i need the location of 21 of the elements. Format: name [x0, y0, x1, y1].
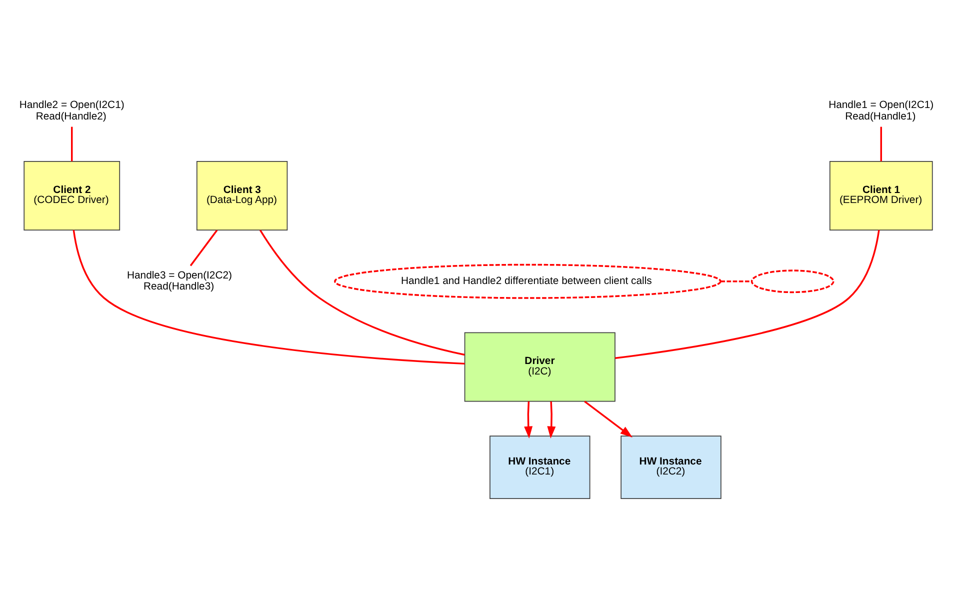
connector: [720, 280, 752, 282]
connector: [71, 126, 73, 162]
connector: [190, 230, 218, 266]
connector: [615, 230, 880, 360]
node-box: Client 2 (CODEC Driver): [24, 161, 120, 230]
node-text: Handle3 = Open(I2C2) Read(Handle3): [127, 270, 232, 293]
connector: [880, 126, 882, 162]
node-text: Handle1 = Open(I2C1) Read(Handle1): [828, 100, 934, 122]
arrow: [584, 400, 632, 438]
node-box: Client 1 (EEPROM Driver): [829, 161, 933, 230]
connector: [259, 230, 465, 356]
node-box: Client 3 (Data-Log App): [196, 161, 288, 230]
arrow: [547, 401, 556, 438]
node-box: HW Instance (I2C2): [620, 436, 722, 499]
node-ellipse: Handle1 and Handle2 differentiate between client calls: [334, 264, 722, 299]
node-box: HW Instance (I2C1): [490, 436, 590, 499]
node-box: Driver (I2C): [464, 332, 616, 402]
connector: [72, 230, 465, 365]
node-text: Handle2 = Open(I2C1) Read(Handle2): [19, 100, 124, 122]
node-ellipse: [750, 270, 834, 294]
arrow: [524, 401, 533, 438]
